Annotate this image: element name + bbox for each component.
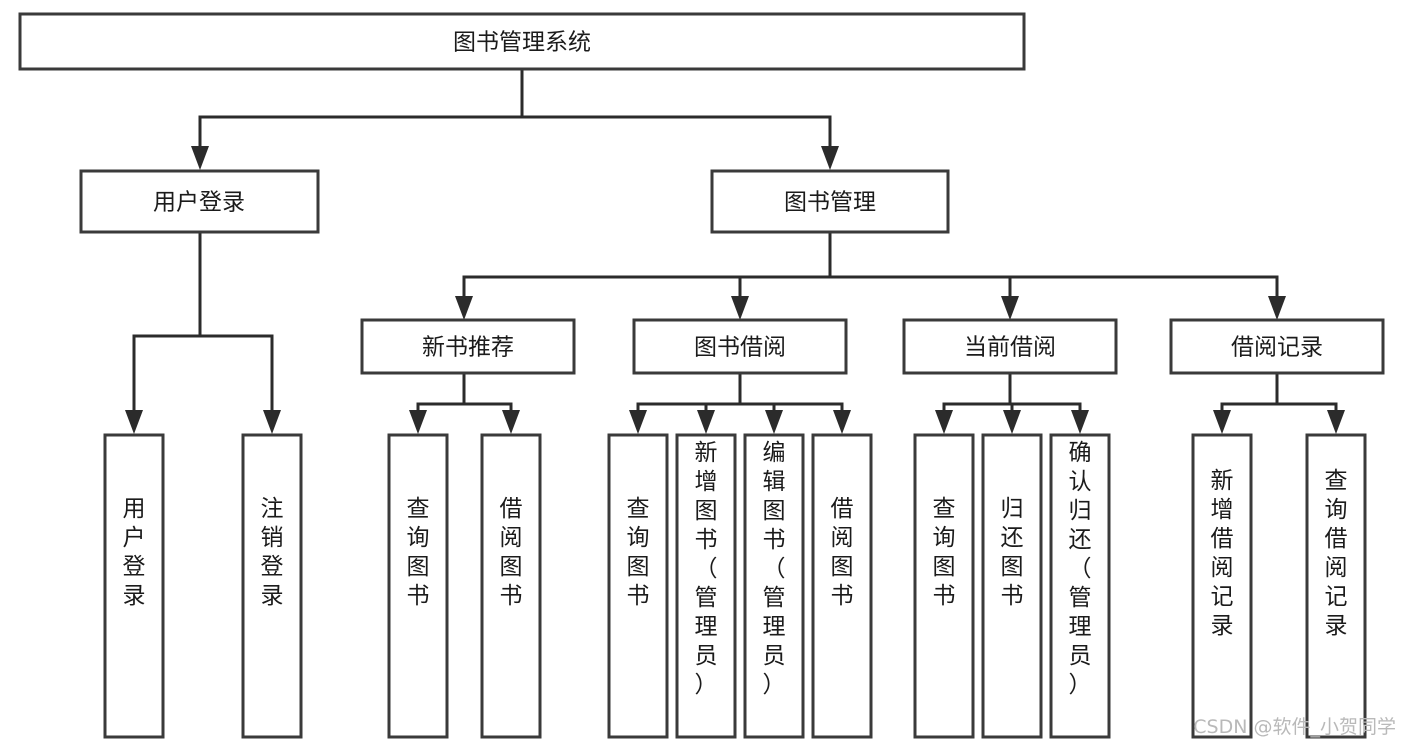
node-leaf-user-login[interactable]: 用户登录: [103, 433, 165, 739]
node-user-login-box[interactable]: [79, 169, 320, 234]
node-leaf-edit-book[interactable]: 编辑图书（管理员）: [743, 433, 805, 739]
node-book-borrow-box[interactable]: [632, 318, 848, 375]
arrow-to-leaf-add-record: [1213, 410, 1231, 434]
node-leaf-edit-book-label: 编辑图书（管理员）: [763, 440, 786, 698]
node-book-manage-box[interactable]: [710, 169, 950, 234]
node-leaf-query-book-3-box[interactable]: [913, 433, 975, 739]
node-leaf-confirm-return[interactable]: 确认归还（管理员）: [1049, 433, 1111, 739]
arrow-to-leaf-logout: [263, 410, 281, 434]
node-book-manage-label: 图书管理: [784, 190, 876, 216]
node-leaf-return-book-box[interactable]: [981, 433, 1043, 739]
node-leaf-edit-book-box[interactable]: [743, 433, 805, 739]
arrow-to-leaf-query-record: [1327, 410, 1345, 434]
node-leaf-add-book[interactable]: 新增图书（管理员）: [675, 433, 737, 739]
arrow-to-book-borrow: [731, 296, 749, 320]
node-leaf-query-record-label: 查询借阅记录: [1325, 468, 1348, 639]
node-leaf-query-record-box[interactable]: [1305, 433, 1367, 739]
node-leaf-add-record[interactable]: 新增借阅记录: [1191, 433, 1253, 739]
node-leaf-logout[interactable]: 注销登录: [241, 433, 303, 739]
node-book-borrow-label: 图书借阅: [694, 335, 786, 361]
node-new-book-rec[interactable]: 新书推荐: [360, 318, 576, 375]
node-leaf-return-book-label: 归还图书: [1001, 496, 1024, 609]
node-leaf-query-book-3-label: 查询图书: [933, 496, 956, 609]
arrow-to-leaf-borrow-book-2: [833, 410, 851, 434]
arrow-to-borrow-record: [1268, 296, 1286, 320]
arrow-to-leaf-query-book-1: [409, 410, 427, 434]
arrow-to-leaf-query-book-2: [629, 410, 647, 434]
node-leaf-logout-label: 注销登录: [261, 496, 284, 609]
node-leaf-query-book-2[interactable]: 查询图书: [607, 433, 669, 739]
arrow-to-user-login: [191, 146, 209, 170]
arrow-to-leaf-add-book: [697, 410, 715, 434]
node-borrow-record-label: 借阅记录: [1231, 335, 1323, 361]
node-leaf-borrow-book-2-label: 借阅图书: [831, 496, 854, 609]
arrow-to-book-manage: [821, 146, 839, 170]
node-leaf-borrow-book-2[interactable]: 借阅图书: [811, 433, 873, 739]
node-leaf-return-book[interactable]: 归还图书: [981, 433, 1043, 739]
arrow-to-leaf-confirm-return: [1071, 410, 1089, 434]
node-leaf-add-record-box[interactable]: [1191, 433, 1253, 739]
node-leaf-query-book-1-label: 查询图书: [407, 496, 430, 609]
node-book-manage[interactable]: 图书管理: [710, 169, 950, 234]
csdn-watermark: CSDN @软件_小贺同学: [1193, 716, 1396, 738]
node-leaf-query-record[interactable]: 查询借阅记录: [1305, 433, 1367, 739]
node-leaf-query-book-2-box[interactable]: [607, 433, 669, 739]
node-leaf-add-record-label: 新增借阅记录: [1211, 468, 1234, 639]
node-leaf-confirm-return-label: 确认归还（管理员）: [1069, 440, 1092, 698]
node-user-login[interactable]: 用户登录: [79, 169, 320, 234]
node-leaf-query-book-3[interactable]: 查询图书: [913, 433, 975, 739]
node-current-borrow-label: 当前借阅: [964, 335, 1056, 361]
node-leaf-user-login-box[interactable]: [103, 433, 165, 739]
arrow-to-current-borrow: [1001, 296, 1019, 320]
node-root-box[interactable]: [18, 12, 1026, 71]
node-current-borrow[interactable]: 当前借阅: [902, 318, 1118, 375]
node-current-borrow-box[interactable]: [902, 318, 1118, 375]
arrow-to-leaf-borrow-book-1: [502, 410, 520, 434]
node-new-book-rec-label: 新书推荐: [422, 335, 514, 361]
node-borrow-record[interactable]: 借阅记录: [1169, 318, 1385, 375]
node-new-book-rec-box[interactable]: [360, 318, 576, 375]
node-leaf-add-book-box[interactable]: [675, 433, 737, 739]
node-book-borrow[interactable]: 图书借阅: [632, 318, 848, 375]
node-leaf-confirm-return-box[interactable]: [1049, 433, 1111, 739]
node-leaf-borrow-book-1[interactable]: 借阅图书: [480, 433, 542, 739]
node-leaf-logout-box[interactable]: [241, 433, 303, 739]
node-leaf-query-book-2-label: 查询图书: [627, 496, 650, 609]
node-root-label: 图书管理系统: [453, 30, 591, 56]
arrow-to-leaf-return-book: [1003, 410, 1021, 434]
arrow-to-new-book-rec: [455, 296, 473, 320]
node-leaf-query-book-1-box[interactable]: [387, 433, 449, 739]
node-leaf-borrow-book-1-box[interactable]: [480, 433, 542, 739]
node-leaf-user-login-label: 用户登录: [123, 496, 146, 609]
node-leaf-add-book-label: 新增图书（管理员）: [695, 440, 718, 698]
node-leaf-borrow-book-1-label: 借阅图书: [500, 496, 523, 609]
node-leaf-query-book-1[interactable]: 查询图书: [387, 433, 449, 739]
node-leaf-borrow-book-2-box[interactable]: [811, 433, 873, 739]
node-borrow-record-box[interactable]: [1169, 318, 1385, 375]
arrow-to-leaf-edit-book: [765, 410, 783, 434]
edge-layer: [125, 67, 1345, 434]
node-root[interactable]: 图书管理系统: [18, 12, 1026, 71]
node-user-login-label: 用户登录: [153, 190, 245, 216]
node-layer: 图书管理系统 用户登录 图书管理 新书推荐 图书借阅: [18, 12, 1385, 739]
arrow-to-leaf-user-login: [125, 410, 143, 434]
arrow-to-leaf-query-book-3: [935, 410, 953, 434]
